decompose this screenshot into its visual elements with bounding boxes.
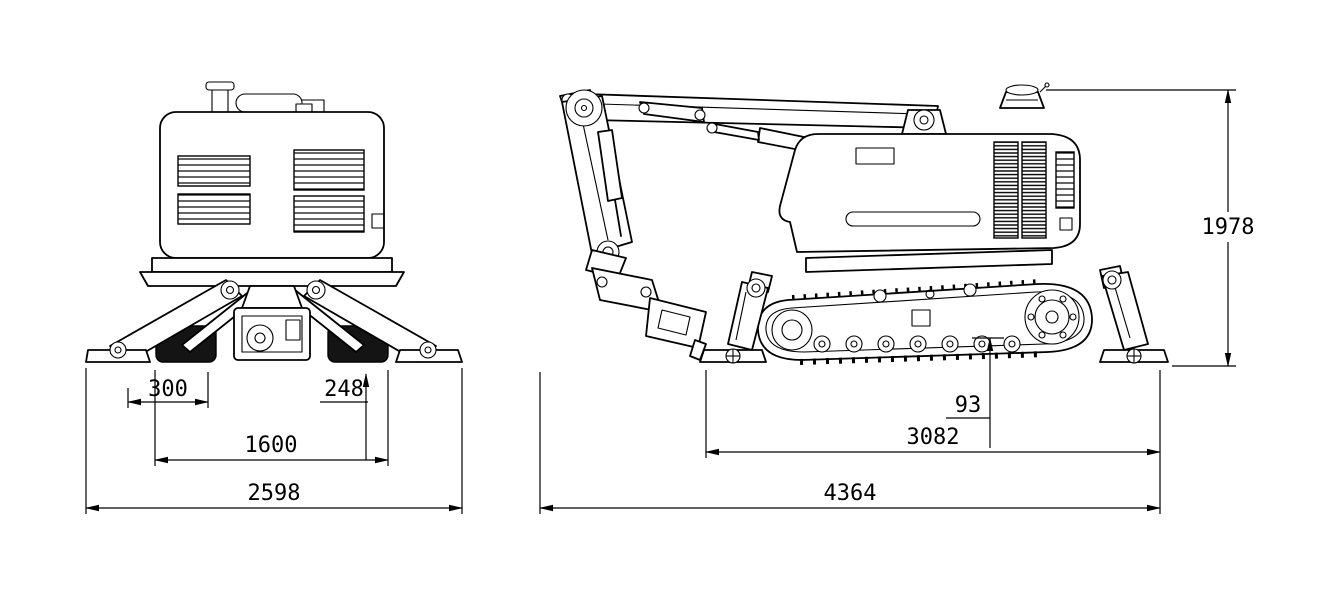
outrigger-front-side-view	[699, 271, 773, 364]
track-pads-bottom	[799, 351, 1047, 365]
lower-arm	[561, 89, 633, 264]
vent-right-lower	[293, 195, 365, 233]
outrigger-front-pivot	[746, 278, 766, 298]
dimension-text-mask	[1196, 212, 1260, 242]
outrigger-right-foot-pin	[419, 341, 437, 359]
arm-cylinder	[597, 129, 623, 237]
track-assembly	[757, 279, 1093, 365]
dimension-front-offset: 300	[127, 372, 209, 408]
outrigger-left-pivot	[220, 280, 240, 300]
pipe-clamp	[295, 103, 313, 113]
track-frame-hatch	[911, 309, 931, 327]
outrigger-left-foot-pin	[109, 341, 127, 359]
carrier-roller-1	[873, 289, 887, 303]
drive-sprocket	[1024, 289, 1080, 345]
body-vent-right	[1021, 141, 1047, 239]
exhaust-assembly	[205, 81, 325, 115]
body-handle	[845, 211, 981, 227]
boom-pivot	[913, 109, 935, 131]
body-hatch	[855, 147, 895, 165]
dimension-label-front-offset: 300	[148, 377, 188, 402]
carrier-roller-2	[963, 283, 977, 297]
outrigger-right-front-view	[281, 279, 463, 363]
side-view-dimensions: 93 3082 4364 1978	[539, 89, 1260, 514]
frame-pin	[925, 289, 935, 299]
undercarriage-frame	[805, 249, 1053, 273]
body-vent-left	[993, 141, 1019, 239]
elbow-joint	[565, 89, 603, 127]
road-wheels	[813, 335, 1021, 353]
outrigger-right-pivot	[306, 280, 326, 300]
dimension-label-side-ground-clearance: 93	[955, 393, 982, 418]
link-cylinder	[638, 101, 706, 123]
vent-right-upper	[293, 149, 365, 191]
body-side-vent	[1055, 151, 1075, 209]
muffler	[235, 93, 303, 113]
outrigger-rear-side-view	[1099, 265, 1169, 364]
vent-left-lower	[177, 193, 251, 225]
slew-column	[241, 285, 303, 309]
side-view	[559, 82, 1169, 365]
exhaust-pipe	[302, 99, 325, 112]
dimension-front-height-clearance: 248	[320, 373, 370, 460]
dimension-label-side-overall-length: 4364	[824, 481, 877, 506]
track-pads-top	[791, 279, 1041, 299]
vent-left-upper	[177, 155, 251, 187]
exhaust-cap	[205, 81, 235, 91]
cab-body	[778, 133, 1081, 253]
dimension-side-overall-height: 1978	[1046, 89, 1260, 367]
outrigger-rear-pivot	[1102, 270, 1122, 290]
front-idler	[771, 309, 813, 351]
housing-vents	[177, 149, 365, 233]
body-latch	[1059, 217, 1073, 231]
chassis	[139, 257, 405, 287]
tool-attachment	[585, 249, 707, 361]
dimension-front-track-width: 1600	[154, 370, 389, 466]
exhaust-stack	[211, 87, 229, 115]
slew-gearbox	[233, 285, 311, 361]
dimension-front-overall-width: 2598	[85, 368, 463, 514]
housing-latch	[371, 213, 385, 229]
dimension-label-front-height-clearance: 248	[324, 377, 364, 402]
dimension-label-front-overall-width: 2598	[248, 481, 301, 506]
dimension-side-ground-clearance: 93	[946, 337, 1004, 448]
track-inner	[765, 291, 1085, 353]
outrigger-rear-beam	[1101, 271, 1149, 351]
dimension-label-side-track-length: 3082	[907, 425, 960, 450]
dimension-side-track-length: 3082	[705, 370, 1161, 514]
gearbox-hub	[246, 324, 274, 352]
dimension-label-front-track-width: 1600	[245, 433, 298, 458]
beacon	[999, 82, 1050, 109]
dimension-side-overall-length: 4364	[539, 372, 1161, 514]
dimension-label-side-overall-height: 1978	[1202, 215, 1255, 240]
front-view-dimensions: 300 248 1600 2598	[85, 368, 463, 514]
front-view	[85, 81, 463, 363]
